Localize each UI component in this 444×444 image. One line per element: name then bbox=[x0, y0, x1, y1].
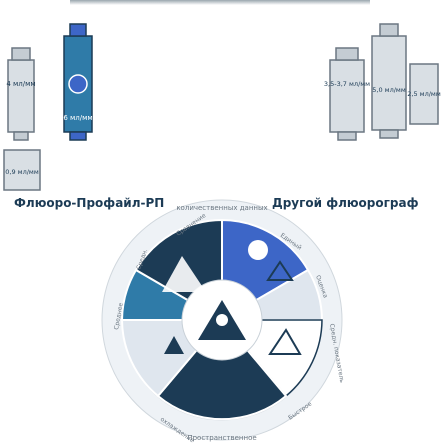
wheel-top-arc-text: количественных данных bbox=[176, 204, 267, 212]
left-caption: Флюоро-Профайл-РП bbox=[14, 196, 165, 210]
gear-icon bbox=[248, 240, 268, 260]
wheel-bottom-arc-text: Пространственное bbox=[187, 434, 256, 442]
right-vial-3-label: 2,5 мл/мм bbox=[407, 90, 441, 98]
left-vial-group: 4 мл/мм 6 мл/мм 0,9 мл/мм bbox=[3, 23, 93, 191]
right-caption: Другой флюорограф bbox=[272, 196, 419, 210]
right-vial-1 bbox=[329, 47, 365, 141]
left-vial-1-label: 4 мл/мм bbox=[6, 80, 35, 88]
right-vial-group: 3,5-3,7 мл/мм 5,0 мл/мм 2,5 мл/мм bbox=[324, 23, 441, 141]
left-vial-3-label: 0,9 мл/мм bbox=[5, 168, 39, 176]
factory-icon bbox=[266, 260, 294, 281]
wheel-segment-bottom bbox=[156, 318, 288, 421]
right-vial-1-label: 3,5-3,7 мл/мм bbox=[324, 80, 370, 88]
center-dot-icon bbox=[216, 314, 228, 326]
left-triangle-icon bbox=[162, 256, 206, 292]
radiation-icon bbox=[164, 336, 184, 354]
left-vial-2 bbox=[63, 23, 93, 141]
left-vial-2-label: 6 мл/мм bbox=[63, 114, 92, 122]
wheel: количественных данных Сравнение Средн. С… bbox=[101, 199, 345, 444]
right-vial-2-label: 5,0 мл/мм bbox=[372, 86, 406, 94]
right-vial-3 bbox=[409, 63, 439, 125]
right-vial-2 bbox=[371, 23, 407, 139]
wheel-left-arc-text-3: Среднее bbox=[113, 302, 125, 330]
top-header-fragment bbox=[70, 0, 370, 5]
left-vial-3 bbox=[3, 149, 41, 191]
left-vial-1 bbox=[7, 47, 35, 141]
checkbox-icon bbox=[268, 328, 302, 355]
